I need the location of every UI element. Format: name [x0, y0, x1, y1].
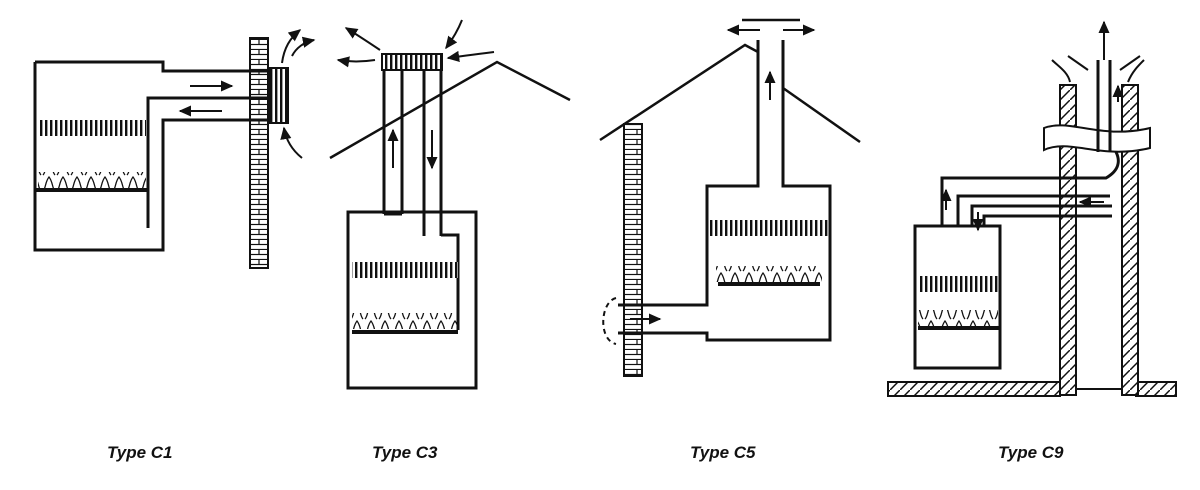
- boiler-body: [35, 60, 270, 73]
- heat-exchanger-fins: [710, 220, 828, 236]
- burner-flames: [716, 266, 822, 282]
- diagram-type-c5: [599, 18, 861, 377]
- roof: [329, 60, 571, 160]
- heat-exchanger-fins: [352, 262, 458, 278]
- caption-type-c9: Type C9: [998, 443, 1064, 462]
- brick-wall: [249, 37, 269, 269]
- diagram-type-c3: [329, 19, 571, 390]
- caption-type-c3: Type C3: [372, 443, 438, 462]
- floor: [887, 381, 1061, 397]
- roof: [599, 43, 759, 142]
- brick-wall: [623, 123, 643, 377]
- diagram-type-c1: [33, 29, 316, 269]
- diagram-type-c9: [887, 20, 1177, 397]
- boiler-body: [618, 40, 760, 307]
- chimney-wall-left: [1059, 84, 1077, 396]
- boiler-body: [346, 210, 478, 390]
- caption-type-c1: Type C1: [107, 443, 173, 462]
- flue-terminal: [269, 67, 289, 124]
- heat-exchanger-fins: [38, 120, 146, 136]
- boiler-body: [913, 224, 1002, 370]
- burner-flames: [352, 313, 458, 329]
- burner-flames: [918, 310, 998, 326]
- heat-exchanger-fins: [918, 276, 998, 292]
- caption-type-c5: Type C5: [690, 443, 756, 462]
- burner-flames: [38, 172, 146, 188]
- chimney-wall-right: [1121, 84, 1139, 396]
- flue-terminal: [381, 53, 443, 71]
